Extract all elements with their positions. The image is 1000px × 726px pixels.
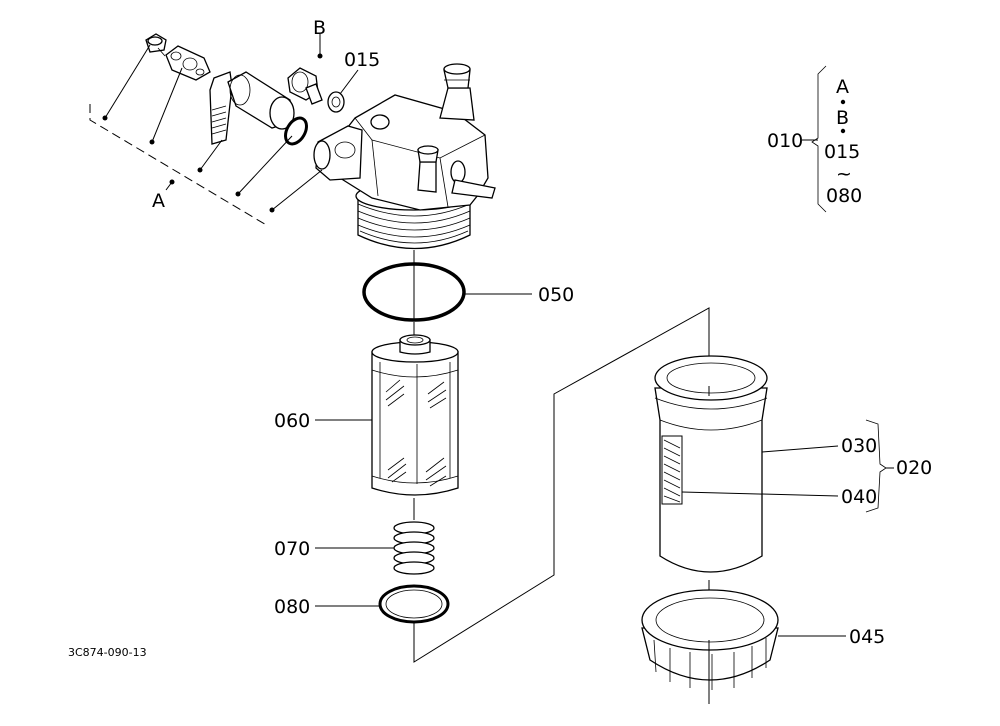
callout-b: B [313,17,326,39]
o-ring-080 [315,584,450,624]
callout-030: 030 [841,435,877,457]
callout-080: 080 [274,596,310,618]
filter-bowl-030 [654,355,768,610]
bowl-label-040 [661,435,683,505]
legend-010-label: 010 [767,130,803,152]
spring-070 [315,521,435,575]
legend-item-015: 015 [824,141,860,163]
legend-010-bracket [802,65,846,213]
legend-item-b: B [836,107,849,129]
cock-body [313,125,363,181]
callout-050: 050 [538,284,574,306]
callout-015: 015 [344,49,380,71]
legend-item-a: A [836,76,849,98]
legend-tilde: ~ [836,163,852,185]
valve-plug-part [227,71,295,130]
filter-element-060 [315,322,459,520]
washer-015-part [327,91,345,113]
callout-020: 020 [896,457,932,479]
lower-hose-nipple [417,145,439,193]
lever-plate-part [165,45,211,81]
group-a-bracket [89,44,323,227]
callout-a: A [152,190,165,212]
filter-mesh-hatch [385,379,447,487]
cock-lever-part [209,71,233,145]
o-ring-050 [362,250,532,322]
cock-parts-exploded [145,33,308,146]
ring-nut-045 [641,589,846,704]
drawing-number: 3C874-090-13 [68,646,147,659]
assembly-path-line [413,307,710,663]
small-o-ring [284,116,308,146]
callout-045: 045 [849,626,885,648]
callout-040: 040 [841,486,877,508]
screw-part [145,33,167,57]
upper-hose-nipple [439,63,475,121]
callout-070: 070 [274,538,310,560]
filter-head-assembly [313,63,496,250]
callout-060: 060 [274,410,310,432]
legend-item-080: 080 [826,185,862,207]
bolt-b-part [287,67,323,105]
